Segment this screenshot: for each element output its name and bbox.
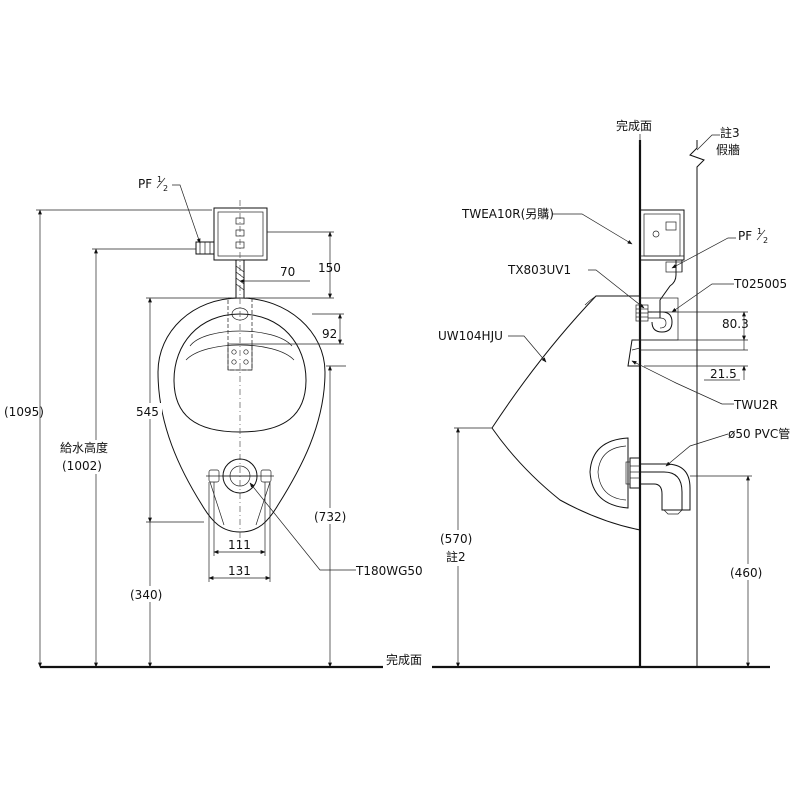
dim-570-label: (570) [440,532,472,546]
svg-text:1: 1 [757,227,762,236]
t180-label: T180WG50 [355,564,423,578]
dim-1095-label: (1095) [4,405,44,419]
dim-80-3-label: 80.3 [722,317,749,331]
dim-131-label: 131 [228,564,251,578]
uw104-label: UW104HJU [438,329,503,343]
tx803-label: TX803UV1 [507,263,571,277]
urinal-trap [589,437,629,509]
dim-92-label: 92 [322,327,337,341]
dim-340-label: (340) [130,588,162,602]
floor-finish-label: 完成面 [386,652,422,667]
dim-460-label: (460) [730,566,762,580]
dim-70-label: 70 [280,265,295,279]
urinal-side-profile [491,295,641,531]
side-view: 完成面 註3 假牆 [438,118,790,668]
dim-1002-label: (1002) [62,459,102,473]
dim-150-label: 150 [318,261,341,275]
pf-right-label: PF [738,229,752,243]
side-flush-valve [639,209,685,261]
t025-label: T025005 [733,277,787,291]
svg-text:2: 2 [763,236,768,245]
false-wall-label: 假牆 [716,142,740,157]
wall-finish-label: 完成面 [616,118,652,133]
urinal-body [157,297,326,533]
note3-label: 註3 [720,126,740,140]
dim-545-label: 545 [136,405,159,419]
flush-valve-box [213,207,268,261]
dim-21-5-label: 21.5 [710,367,737,381]
dim-732-label: (732) [314,510,346,524]
pvc-label: ø50 PVC管 [728,426,790,441]
supply-height-label: 給水高度 [60,440,108,455]
pvc-elbow [640,463,691,511]
twea-label: TWEA10R(另購) [461,207,554,221]
svg-text:1: 1 [157,175,162,184]
twu2r-label: TWU2R [733,398,778,412]
pf-left-label: PF [138,177,152,191]
note2-label: 註2 [446,550,466,564]
front-view: (1095) 給水高度 (1002) 545 (340) 150 70 92 [4,175,423,668]
svg-text:2: 2 [163,184,168,193]
dim-111-label: 111 [228,538,251,552]
